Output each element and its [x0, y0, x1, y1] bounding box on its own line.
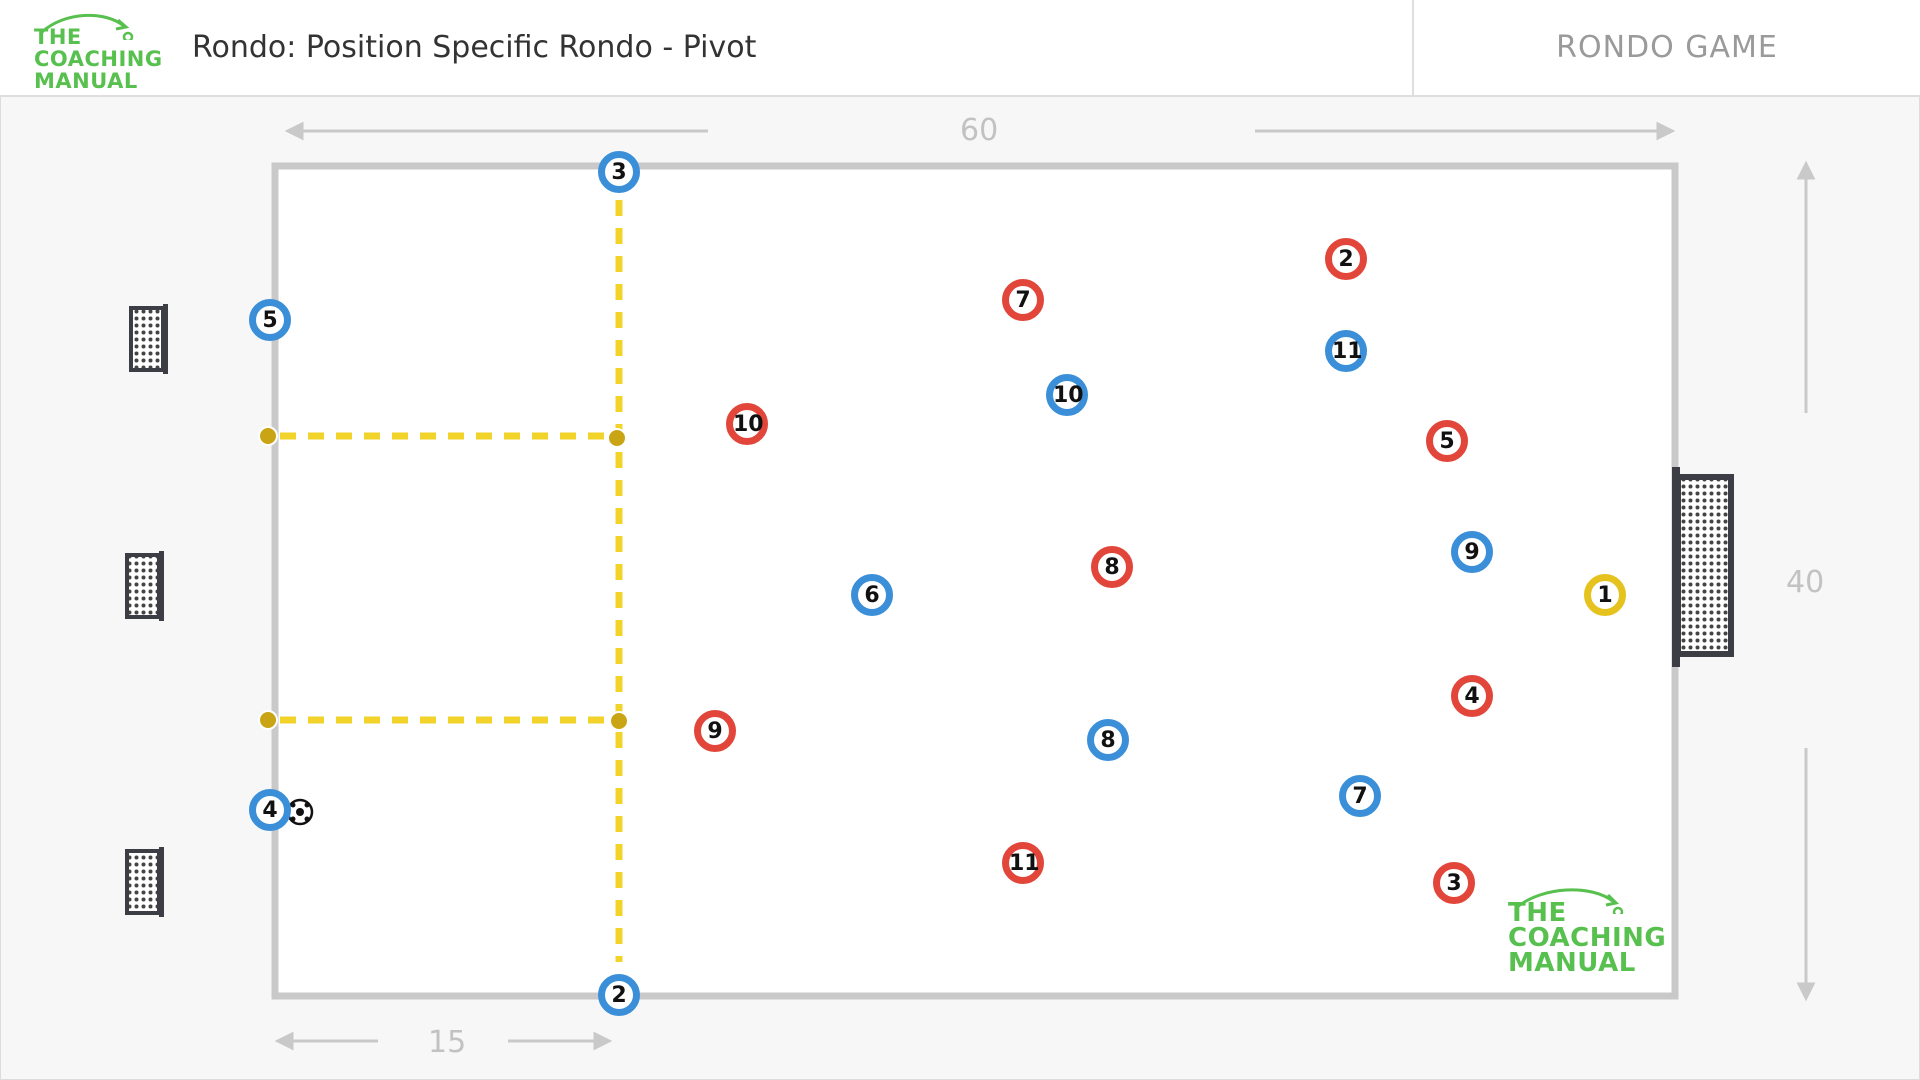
blue-player-2[interactable]: 2 [598, 974, 640, 1016]
header-divider [1412, 0, 1414, 95]
red-player-7[interactable]: 7 [1002, 279, 1044, 321]
blue-player-8[interactable]: 8 [1087, 719, 1129, 761]
width-label: 40 [1786, 565, 1825, 600]
logo-line-3: MANUAL [34, 69, 138, 93]
watermark-swoosh-icon [1515, 888, 1624, 914]
session-type-label: RONDO GAME [1556, 30, 1778, 65]
red-player-4[interactable]: 4 [1451, 675, 1493, 717]
coaching-manual-logo: THE COACHING MANUAL [34, 12, 174, 92]
cone-icon [607, 428, 627, 448]
ball-icon [286, 798, 314, 826]
red-player-8[interactable]: 8 [1091, 546, 1133, 588]
blue-player-7[interactable]: 7 [1339, 775, 1381, 817]
zone-lines [280, 200, 623, 962]
red-player-2[interactable]: 2 [1325, 238, 1367, 280]
logo-line-2: COACHING [34, 47, 163, 71]
cone-icon [609, 711, 629, 731]
large-goal-icon [1672, 467, 1734, 667]
zone-arrow-icon [274, 1031, 613, 1051]
pitch-boundary [271, 162, 1679, 1000]
blue-player-9[interactable]: 9 [1451, 531, 1493, 573]
page-title: Rondo: Position Specific Rondo - Pivot [192, 30, 757, 65]
length-label: 60 [960, 113, 999, 148]
blue-player-6[interactable]: 6 [851, 574, 893, 616]
width-arrow-icon [1796, 160, 1816, 1002]
red-player-5[interactable]: 5 [1426, 420, 1468, 462]
watermark-logo: THE COACHING MANUAL [1508, 888, 1668, 980]
logo-swoosh-icon [40, 13, 134, 40]
mini-goal-icon [125, 847, 164, 917]
mini-goal-icon [125, 551, 164, 621]
red-player-3[interactable]: 3 [1433, 862, 1475, 904]
zone-width-label: 15 [428, 1025, 467, 1060]
length-arrow-icon [284, 121, 1676, 141]
watermark-line-2: COACHING [1508, 923, 1667, 953]
red-player-11[interactable]: 11 [1002, 842, 1044, 884]
watermark-line-1: THE [1508, 898, 1567, 928]
logo-line-1: THE [34, 25, 82, 49]
blue-player-3[interactable]: 3 [598, 151, 640, 193]
red-player-9[interactable]: 9 [694, 710, 736, 752]
blue-player-5[interactable]: 5 [249, 299, 291, 341]
goalkeeper-1[interactable]: 1 [1584, 574, 1626, 616]
red-player-10[interactable]: 10 [726, 403, 768, 445]
cone-icon [258, 426, 278, 446]
header: THE COACHING MANUAL Rondo: Position Spec… [0, 0, 1920, 97]
blue-player-10[interactable]: 10 [1046, 374, 1088, 416]
blue-player-11[interactable]: 11 [1325, 330, 1367, 372]
cone-icon [258, 710, 278, 730]
blue-player-4[interactable]: 4 [249, 789, 291, 831]
mini-goal-icon [129, 304, 168, 374]
watermark-line-3: MANUAL [1508, 948, 1636, 978]
